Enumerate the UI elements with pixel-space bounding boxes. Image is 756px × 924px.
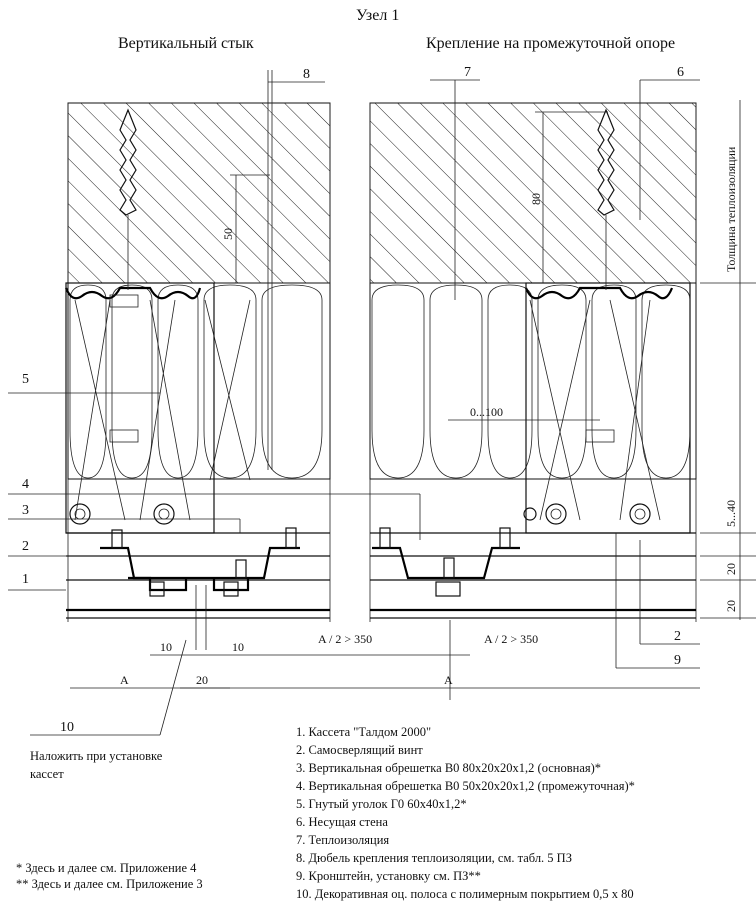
dim-5-40: 5...40 — [724, 500, 738, 527]
legend-item-2: 2. Самосверлящий винт — [296, 743, 423, 757]
callout-4: 4 — [22, 477, 29, 492]
legend-item-9: 9. Кронштейн, установку см. ПЗ** — [296, 869, 481, 883]
left-bolt-2 — [153, 503, 175, 525]
dim-a-right: A — [444, 673, 453, 687]
left-wall-hatch — [67, 102, 331, 284]
right-wall-hatch — [369, 102, 697, 284]
legend-item-1: 1. Кассета "Талдом 2000" — [296, 725, 431, 739]
legend-item-6: 6. Несущая стена — [296, 815, 388, 829]
callout-10: 10 — [60, 720, 74, 735]
left-insulation — [67, 282, 331, 480]
callout-8: 8 — [303, 67, 310, 82]
dim-50: 50 — [221, 228, 235, 240]
footnote-2: ** Здесь и далее см. Приложение 3 — [16, 877, 203, 891]
install-note-line-1: Наложить при установке — [30, 749, 163, 763]
right-bolt-2 — [629, 503, 651, 525]
callout-9: 9 — [674, 653, 681, 668]
left-dowel-icon — [119, 108, 137, 216]
legend-item-3: 3. Вертикальная обрешетка В0 80х20х20х1,… — [296, 761, 601, 775]
callout-3: 3 — [22, 503, 29, 518]
dim-80: 80 — [529, 193, 543, 205]
right-view — [369, 102, 697, 622]
drawing-title: Узел 1 — [356, 7, 399, 24]
dim-insulation-thickness: Толщина теплоизоляции — [724, 146, 738, 272]
dim-a-left: A — [120, 673, 129, 687]
callout-2-right: 2 — [674, 629, 681, 644]
dim-20-bottom: 20 — [196, 673, 208, 687]
dim-a-half-right: A / 2 > 350 — [484, 632, 538, 646]
callout-6: 6 — [677, 65, 684, 80]
dim-20-side-1: 20 — [724, 563, 738, 575]
dim-10-left: 10 — [160, 640, 172, 654]
left-bolt-1 — [69, 503, 91, 525]
left-view — [64, 70, 331, 650]
legend: 1. Кассета "Талдом 2000" 2. Самосверлящи… — [296, 725, 635, 901]
legend-item-7: 7. Теплоизоляция — [296, 833, 389, 847]
callout-5: 5 — [22, 372, 29, 387]
dim-a-half-left: A / 2 > 350 — [318, 632, 372, 646]
callout-1: 1 — [22, 572, 29, 587]
footnote-1: * Здесь и далее см. Приложение 4 — [16, 861, 197, 875]
right-bolt-1 — [545, 503, 567, 525]
install-note-line-2: кассет — [30, 767, 64, 781]
legend-item-5: 5. Гнутый уголок Г0 60х40х1,2* — [296, 797, 467, 811]
right-dowel-icon — [597, 108, 615, 216]
dim-0-100: 0...100 — [470, 405, 503, 419]
legend-item-10: 10. Декоративная оц. полоса с полимерным… — [296, 887, 634, 901]
callout-2: 2 — [22, 539, 29, 554]
left-view-title: Вертикальный стык — [118, 35, 254, 52]
legend-item-8: 8. Дюбель крепления теплоизоляции, см. т… — [296, 851, 572, 865]
callout-leaders — [8, 79, 756, 736]
dim-10-right: 10 — [232, 640, 244, 654]
right-view-title: Крепление на промежуточной опоре — [426, 35, 675, 52]
dim-20-side-2: 20 — [724, 600, 738, 612]
callout-7: 7 — [464, 65, 471, 80]
legend-item-4: 4. Вертикальная обрешетка В0 50х20х20х1,… — [296, 779, 635, 793]
